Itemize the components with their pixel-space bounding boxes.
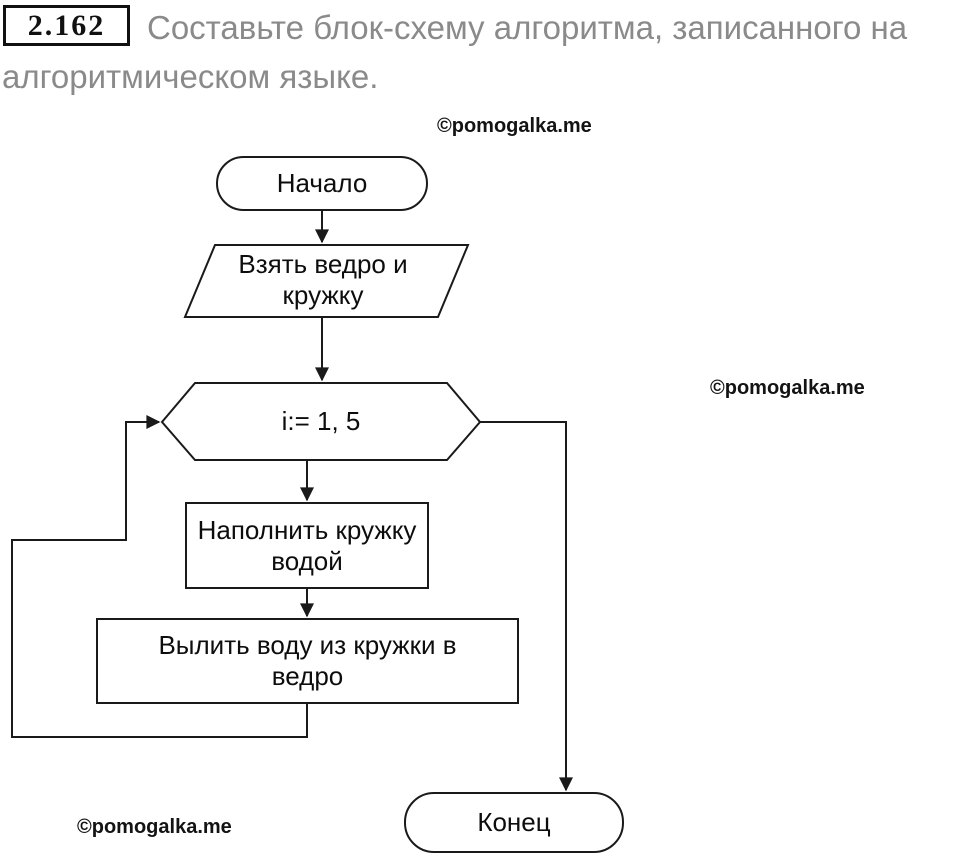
loop-back-connector <box>11 415 308 738</box>
task-title-line-2: алгоритмическом языке. <box>2 58 379 95</box>
task-title-line-1: Составьте блок-схему алгоритма, записанн… <box>147 9 908 46</box>
end-terminator-shape <box>404 792 624 853</box>
arrow-loop-to-end <box>480 421 573 792</box>
input-parallelogram-shape <box>183 244 470 318</box>
fill-process-shape <box>185 502 429 589</box>
watermark-bottom: ©pomogalka.me <box>77 816 232 838</box>
start-terminator-shape <box>216 156 428 211</box>
loop-hexagon-shape <box>160 382 482 461</box>
watermark-right: ©pomogalka.me <box>710 377 865 399</box>
pour-process-shape <box>96 618 519 704</box>
watermark-top: ©pomogalka.me <box>437 115 592 137</box>
task-number: 2.162 <box>27 8 106 42</box>
task-number-box: 2.162 <box>3 5 130 46</box>
